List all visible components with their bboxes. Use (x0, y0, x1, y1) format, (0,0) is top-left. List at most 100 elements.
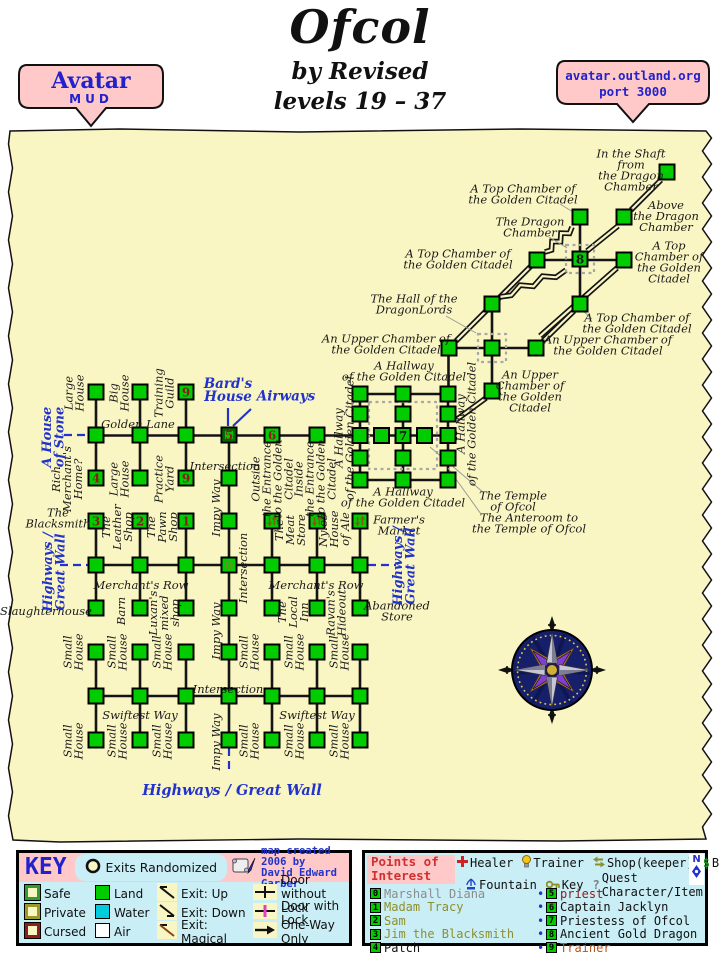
safe-room-ring (222, 428, 236, 442)
map-room (351, 385, 369, 403)
map-room (220, 643, 238, 661)
key-item-safe: Safe (25, 884, 95, 903)
svg-text:Nyles': Nyles' (316, 511, 330, 548)
svg-text:The: The (47, 505, 69, 519)
map-room (177, 731, 195, 749)
private-swatch (25, 903, 40, 919)
svg-text:Barn: Barn (114, 597, 128, 626)
map-label: Highways / Great Wall (141, 782, 322, 799)
map-room (527, 339, 545, 357)
room-square (308, 599, 326, 617)
svg-text:Airways: Airways (255, 389, 316, 405)
key-item-private: Private (25, 903, 95, 922)
map-room (394, 405, 412, 423)
exits-randomized-item: Exits Randomized (74, 854, 228, 881)
svg-text:A Hallway: A Hallway (373, 358, 434, 372)
room-square (416, 427, 433, 444)
map-room (87, 599, 105, 617)
svg-text:House: House (337, 633, 351, 671)
map-room (131, 643, 149, 661)
room-square (87, 643, 105, 661)
map-passage-inner (542, 310, 575, 342)
map-room (351, 427, 369, 444)
svg-text:Ravan's: Ravan's (323, 590, 337, 637)
svg-text:Great Wall: Great Wall (404, 527, 419, 604)
shopkeeper-icon (355, 522, 361, 527)
map-room: 2 (131, 512, 149, 530)
map-room (177, 643, 195, 661)
badge-left-line2: MUD (69, 92, 113, 106)
room-square (308, 426, 326, 444)
svg-text:House: House (337, 722, 351, 760)
svg-text:of the Golden Citadel: of the Golden Citadel (342, 376, 356, 500)
randomized-exit-box (476, 332, 508, 364)
map-room (571, 295, 589, 313)
map-room (351, 643, 369, 661)
svg-text:the Golden Citadel: the Golden Citadel (468, 192, 578, 206)
map-room (351, 687, 369, 705)
exit-down-icon (157, 902, 177, 923)
svg-text:Chamber: Chamber (639, 220, 694, 234)
room-square (131, 731, 149, 749)
svg-text:Citadel: Citadel (281, 458, 295, 500)
svg-text:Highways / Great Wall: Highways / Great Wall (141, 782, 322, 799)
svg-text:from: from (616, 157, 645, 171)
fountain-icon (465, 878, 477, 893)
svg-text:An Upper: An Upper (501, 368, 560, 382)
svg-text:of the Golden Citadel: of the Golden Citadel (342, 369, 466, 383)
room-square (131, 687, 149, 705)
map-room (263, 599, 281, 617)
svg-text:House: House (71, 722, 85, 760)
room-square (263, 643, 281, 661)
map-room: 0 (220, 556, 238, 574)
map-room (220, 731, 238, 749)
svg-text:A House: A House (40, 407, 55, 470)
room-square (131, 556, 149, 574)
svg-text:Chamber of: Chamber of (496, 378, 566, 392)
key-item-label: Exit: Up (181, 886, 228, 901)
svg-text:the Dragon: the Dragon (633, 209, 699, 223)
label-pointer (429, 446, 485, 494)
map-room (131, 687, 149, 705)
map-label: Intersection (192, 682, 264, 696)
room-square (571, 295, 589, 313)
water-icon (95, 903, 110, 922)
svg-text:Small: Small (60, 635, 74, 668)
room-square (483, 295, 501, 313)
poi-icon-item-healer: Healer (457, 855, 513, 871)
map-room: 8 (571, 250, 589, 268)
svg-text:Highways /: Highways / (391, 525, 406, 607)
svg-text:of the Golden Citadel: of the Golden Citadel (464, 362, 478, 486)
room-square (87, 512, 105, 530)
svg-text:the Golden Citadel: the Golden Citadel (331, 342, 441, 356)
key-item-exit-magical: Exit: Magical (157, 918, 253, 946)
map-room (308, 556, 326, 574)
map-room (483, 295, 501, 313)
shopkeeper-icon (360, 515, 365, 520)
trainer-icon (522, 855, 532, 871)
map-room (131, 731, 149, 749)
room-square (351, 427, 369, 444)
svg-text:of Stone: of Stone (53, 407, 68, 468)
label-pointer-blue (232, 408, 252, 427)
randomized-exit-box (564, 243, 596, 275)
bank-icon: $ (702, 856, 710, 870)
room-square (439, 449, 457, 467)
svg-text:The Anteroom to: The Anteroom to (480, 510, 578, 524)
map-room (87, 643, 105, 661)
key-item-label: Water (114, 905, 150, 920)
map-room (394, 449, 412, 467)
svg-text:Small: Small (104, 635, 118, 668)
map-room: 3 (87, 512, 105, 530)
